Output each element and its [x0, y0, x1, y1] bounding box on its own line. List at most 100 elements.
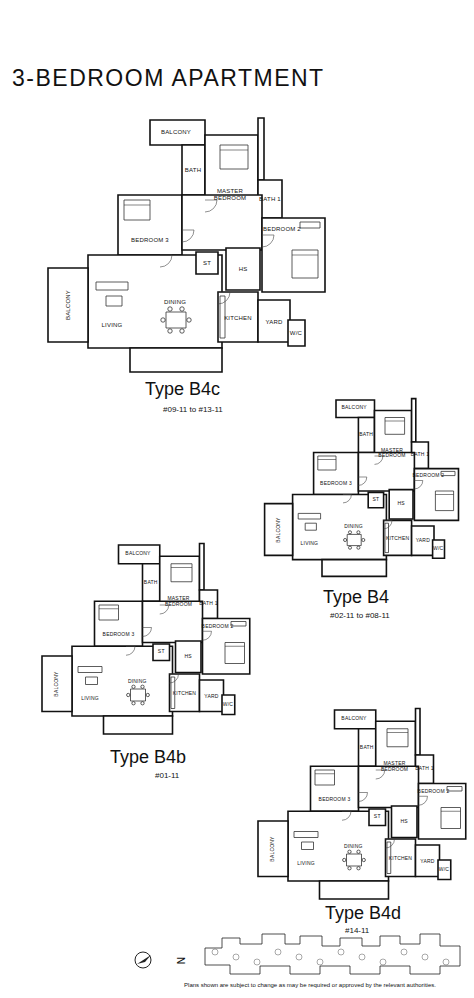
door-swing — [262, 235, 274, 247]
door-swing — [126, 646, 135, 655]
room-wall — [200, 544, 205, 591]
room-label: ST — [369, 497, 383, 503]
furniture — [318, 456, 336, 470]
room-label: LIVING — [77, 696, 103, 702]
compass-needle — [137, 955, 151, 964]
room-wall — [412, 399, 416, 442]
compass — [135, 952, 151, 968]
room-wall — [258, 821, 288, 877]
room-wall — [150, 120, 205, 145]
door-swing — [143, 628, 152, 637]
chair — [357, 546, 360, 549]
room-label: BATH 1 — [411, 453, 430, 459]
floor-plan — [258, 709, 466, 900]
chair — [348, 546, 351, 549]
room-label: DINING — [340, 844, 367, 850]
bed-pillow — [318, 459, 336, 460]
room-label: BALCONY — [65, 280, 72, 330]
door-swing — [218, 292, 230, 304]
room-wall — [118, 195, 182, 255]
furniture — [294, 832, 318, 838]
room-label: LIVING — [297, 541, 321, 547]
room-label: LIVING — [293, 861, 319, 867]
room-label: W/C — [430, 546, 446, 552]
room-label: MASTER BEDROOM — [210, 188, 250, 201]
door-swing — [419, 796, 428, 805]
key-plan-tree — [401, 949, 407, 955]
chair — [357, 867, 360, 870]
room-wall — [218, 292, 258, 342]
chair — [146, 693, 149, 696]
room-label: BEDROOM 2 — [259, 226, 305, 233]
furniture — [298, 513, 320, 519]
door-swing — [386, 839, 395, 848]
unit-numbers: #14-11 — [345, 927, 369, 936]
furniture — [305, 523, 316, 530]
room-label: BEDROOM 2 — [200, 624, 236, 630]
room-label: BEDROOM 2 — [416, 789, 452, 795]
room-wall — [265, 504, 293, 556]
bed-pillow — [225, 646, 245, 647]
chair — [180, 307, 184, 311]
furniture — [220, 145, 248, 169]
bed-pillow — [220, 150, 248, 151]
door-swing — [342, 811, 351, 820]
room-wall — [386, 839, 416, 877]
bed-pillow — [315, 773, 335, 774]
chair — [127, 693, 130, 696]
chair — [362, 538, 365, 541]
bed-pillow — [387, 732, 408, 733]
room-wall — [48, 268, 88, 342]
room-label: HS — [233, 266, 253, 273]
plan-type: Type B4 — [323, 588, 389, 608]
door-swing — [359, 793, 368, 802]
room-label: BEDROOM 2 — [411, 474, 445, 480]
room-label: BEDROOM 3 — [101, 632, 137, 638]
room-label: ST — [370, 815, 385, 821]
room-label: HS — [180, 654, 197, 660]
room-wall — [389, 490, 413, 519]
chair — [180, 329, 184, 333]
chair — [141, 702, 144, 705]
room-wall — [368, 492, 383, 507]
chair — [362, 858, 365, 861]
room-label: YARD — [200, 694, 223, 700]
key-plan-tree — [359, 954, 365, 960]
room-label: KITCHEN — [170, 691, 199, 697]
room-label: BATH 1 — [199, 602, 219, 608]
room-label: BEDROOM 3 — [317, 797, 353, 803]
floor-plan — [265, 399, 459, 577]
room-wall — [143, 601, 203, 642]
room-label: MASTER BEDROOM — [379, 761, 411, 772]
room-wall — [369, 809, 386, 826]
room-label: KITCHEN — [386, 856, 415, 862]
furniture — [302, 842, 314, 850]
chair — [348, 850, 351, 853]
plan-type: Type B4c — [145, 380, 220, 400]
room-label: HS — [393, 502, 409, 508]
chair — [132, 702, 135, 705]
room-label: ST — [154, 650, 169, 656]
key-plan-tree — [254, 959, 260, 965]
bed-pillow — [435, 494, 453, 495]
chair — [132, 685, 135, 688]
unit-numbers: #02-11 to #08-11 — [330, 612, 390, 621]
door-swing — [205, 200, 217, 212]
room-label: YARD — [416, 859, 439, 865]
furniture — [315, 770, 335, 785]
room-label: BALCONY — [336, 716, 372, 722]
unit-numbers: #01-11 — [155, 772, 179, 781]
bed-pillow — [385, 421, 405, 422]
chair — [357, 850, 360, 853]
furniture — [347, 534, 361, 545]
room-label: W/C — [436, 867, 453, 873]
key-plan-tree — [443, 959, 449, 965]
door-swing — [376, 770, 385, 779]
chair — [348, 867, 351, 870]
compass-letter: N — [175, 957, 186, 964]
door-swing — [358, 477, 366, 485]
furniture — [300, 222, 320, 228]
chair — [141, 685, 144, 688]
room-wall — [42, 656, 72, 712]
room-label: LIVING — [96, 322, 128, 329]
